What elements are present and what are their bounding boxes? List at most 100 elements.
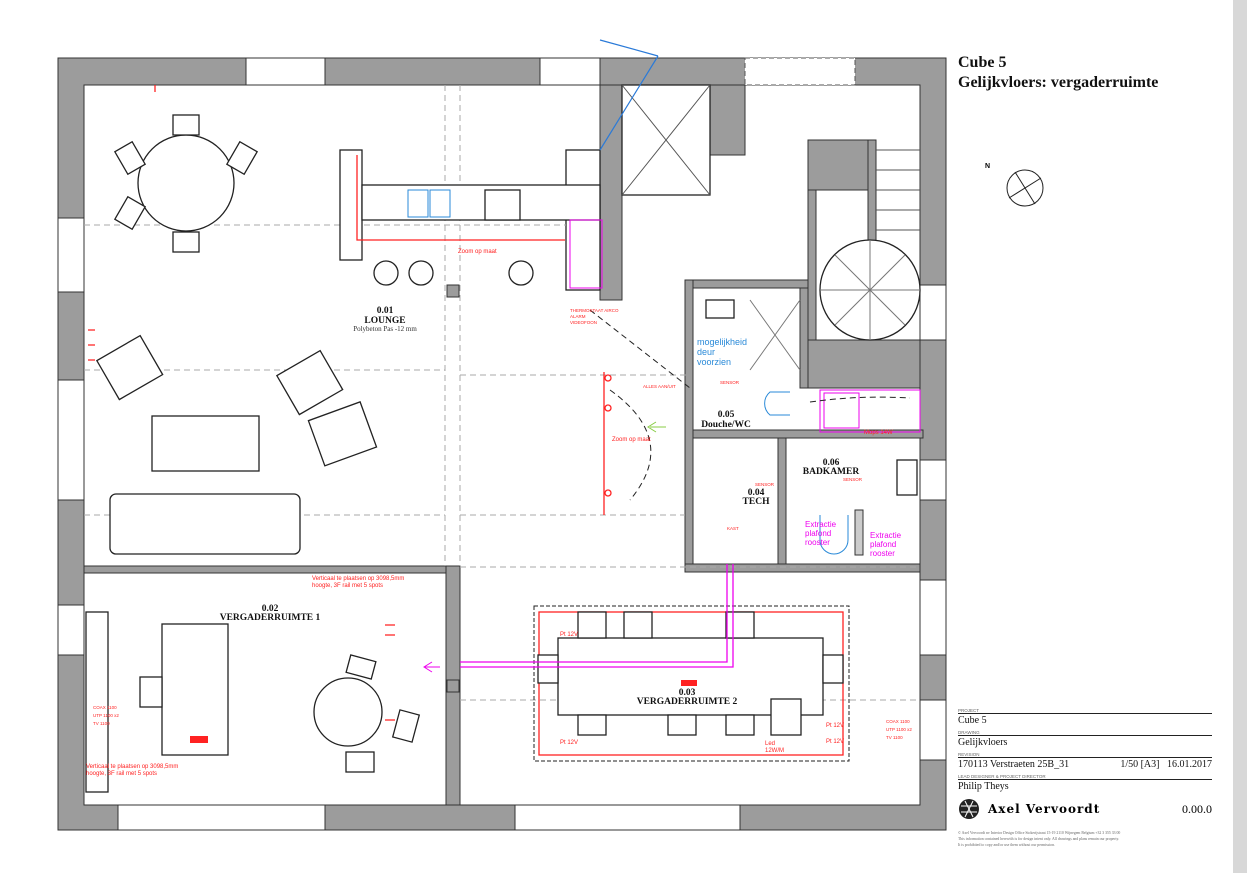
designer-label: LEAD DESIGNER & PROJECT DIRECTOR [958,774,1046,779]
electrical [88,85,612,721]
window [57,379,85,501]
designer: Philip Theys [958,781,1009,792]
meeting-room-1-furniture [85,611,421,793]
leader-line [599,39,659,151]
lounge-furniture [95,114,378,555]
annotation: SENSOR [843,477,863,482]
room-number: 0.05 [718,410,735,420]
outlet-label: TV 1100 [93,721,110,726]
room-number: 0.04 [748,488,765,498]
room-name: LOUNGE [364,316,405,326]
annotation: SENSOR [755,482,775,487]
room-name: VERGADERRUIMTE 2 [637,697,738,707]
logo: Axel Vervoordt [958,798,1100,820]
annotation: Zoom op maat [612,437,651,443]
title-block: PROJECT Cube 5 DRAWING Gelijkvloers REVI… [958,708,1212,848]
annotation: rooster [805,538,830,547]
window [245,57,326,86]
meeting-room-2-furniture [423,564,850,762]
window [744,57,856,86]
annotation: VIDEOFOON [570,320,597,325]
annotation: ALLES AAN/UIT [643,384,676,389]
room-number: 0.03 [679,688,696,698]
window [919,579,947,656]
drawing-name: Gelijkvloers [958,737,1008,748]
room-name: VERGADERRUIMTE 1 [220,613,321,623]
revision-label: REVISION [958,752,980,757]
room-number: 0.02 [262,604,279,614]
logo-text: Axel Vervoordt [988,802,1101,816]
project-label: PROJECT [958,708,980,713]
date: 16.01.2017 [1167,759,1212,770]
window [919,699,947,761]
compass-north-label: N [985,163,990,170]
annotation: KAST [727,526,739,531]
annotation: rooster [870,549,895,558]
scale: 1/50 [A3] [1120,759,1160,770]
room-name: Douche/WC [701,420,751,430]
revision-row: 170113 Verstraeten 25B_31 1/50 [A3] 16.0… [958,757,1212,770]
revision: 170113 Verstraeten 25B_31 [958,759,1070,770]
window [919,284,947,341]
footer-notes: © Axel Vervoordt nv Interior Design Offi… [958,830,1212,848]
annotation: Pt 12V [826,723,844,729]
annotation: Zoom op maat [458,249,497,255]
project-value: Cube 5 [958,713,1212,726]
annotation: Pt 12V [560,740,578,746]
room-labels: 0.01 LOUNGE Polybeton Pas -12 mm 0.02 VE… [220,306,860,707]
drawing-title: Cube 5 [958,54,1007,71]
outer-walls [57,57,947,831]
annotation: mogelijkheid [697,337,747,347]
window [57,604,85,656]
annotation: Verticaal te plaatsen op 3098,5mm [312,576,404,582]
annotation: Extractie [870,531,902,540]
annotation: Pt 12V [560,632,578,638]
annotation: voorzien [697,357,731,367]
annotation: Extractie [805,520,837,529]
compass: N [985,163,1044,207]
footer-line: © Axel Vervoordt nv Interior Design Offi… [958,831,1121,835]
logo-row: Axel Vervoordt 0.00.0 [958,798,1212,820]
annotations: Zoom op maat Zoom op maat THERMOSTAAT AI… [86,249,912,777]
annotation: plafond [805,529,831,538]
annotation: plafond [870,540,896,549]
page-edge [1233,0,1247,873]
drawing-value: Gelijkvloers [958,735,1212,748]
outlet-label: COAX 1100 [886,719,910,724]
window [57,217,85,293]
sheet-number: 0.00.0 [1182,801,1212,816]
outlet-label: UTP 1100 x2 [93,713,119,718]
outlet-label: COAX 1100 [93,705,117,710]
annotation: deur [697,347,715,357]
footer-line: It is prohibited to copy and/or use them… [958,843,1055,847]
window [117,804,326,831]
drawing-subtitle: Gelijkvloers: vergaderruimte [958,74,1159,91]
room-number: 0.06 [823,458,840,468]
annotation: 12W/M [765,748,784,754]
outlet-label: UTP 1100 x2 [886,727,912,732]
drawing-label: DRAWING [958,730,980,735]
annotation: Verticaal te plaatsen op 3098,5mm [86,764,178,770]
room-detail: Polybeton Pas -12 mm [353,325,417,333]
logo-emblem-icon [959,799,979,819]
bathroom-fixtures [589,299,921,556]
kitchen [339,149,603,289]
room-name: TECH [743,497,771,507]
footer-line: This information contained herewith is f… [958,837,1120,841]
annotation: Led [765,741,775,747]
room-name: BADKAMER [803,467,860,477]
inner-walls [83,84,924,806]
annotation: ALARM [570,314,586,319]
annotation: hoogte, 3F rail met 5 spots [86,771,157,777]
designer-row: Philip Theys [958,779,1212,792]
cabinet [569,219,603,289]
outlet-label: TV 1100 [886,735,903,740]
window [919,459,947,501]
annotation: SENSOR [720,380,740,385]
annotation: THERMOSTAAT AIRCO [570,308,619,313]
window [539,57,601,86]
window [514,804,741,831]
annotation: hoogte, 3F rail met 5 spots [312,583,383,589]
annotation: Pt 12V [826,739,844,745]
